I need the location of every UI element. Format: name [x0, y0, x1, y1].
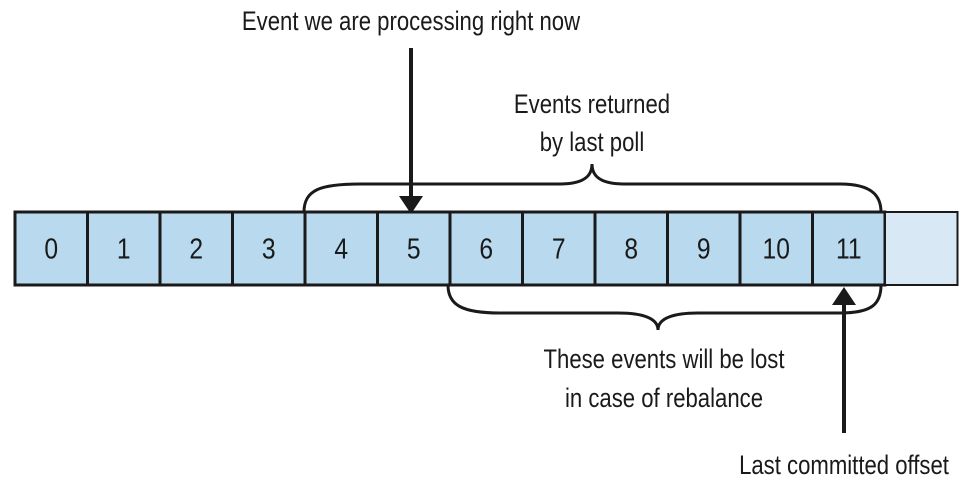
last-poll-brace [302, 163, 883, 213]
last-poll-label-line-2: by last poll [540, 128, 645, 158]
offset-cell-3 [231, 210, 307, 287]
offset-label-1: 1 [117, 233, 131, 265]
offset-label-11: 11 [836, 233, 862, 265]
offset-cell-8 [593, 210, 669, 287]
last-committed-label: Last committed offset [739, 451, 949, 481]
offset-cell-2 [158, 210, 234, 287]
processing-event-arrowhead [399, 196, 423, 214]
offset-cell-5 [376, 210, 452, 287]
offset-cell-9 [666, 210, 742, 287]
offset-label-10: 10 [763, 233, 790, 265]
offset-cell-11 [811, 210, 887, 287]
offset-label-7: 7 [552, 233, 566, 265]
offset-cell-7 [521, 210, 597, 287]
offset-cells: 0 1 2 3 4 5 6 7 8 9 10 11 [13, 210, 959, 287]
offset-cell-6 [448, 210, 524, 287]
offset-label-9: 9 [697, 233, 711, 265]
lost-events-label-line-2: in case of rebalance [565, 384, 763, 414]
lost-events-brace [446, 284, 883, 331]
offset-label-2: 2 [189, 233, 203, 265]
last-committed-arrowhead [832, 287, 856, 305]
offset-label-3: 3 [262, 233, 276, 265]
offset-label-5: 5 [407, 233, 421, 265]
offset-cell-empty [884, 211, 959, 286]
offset-cell-10 [738, 210, 814, 287]
offset-label-4: 4 [334, 233, 348, 265]
offset-label-6: 6 [479, 233, 493, 265]
processing-event-label: Event we are processing right now [242, 7, 580, 37]
offset-label-8: 8 [624, 233, 638, 265]
last-poll-label-line-1: Events returned [514, 90, 670, 120]
lost-events-label-line-1: These events will be lost [544, 345, 785, 375]
offset-label-0: 0 [44, 233, 58, 265]
